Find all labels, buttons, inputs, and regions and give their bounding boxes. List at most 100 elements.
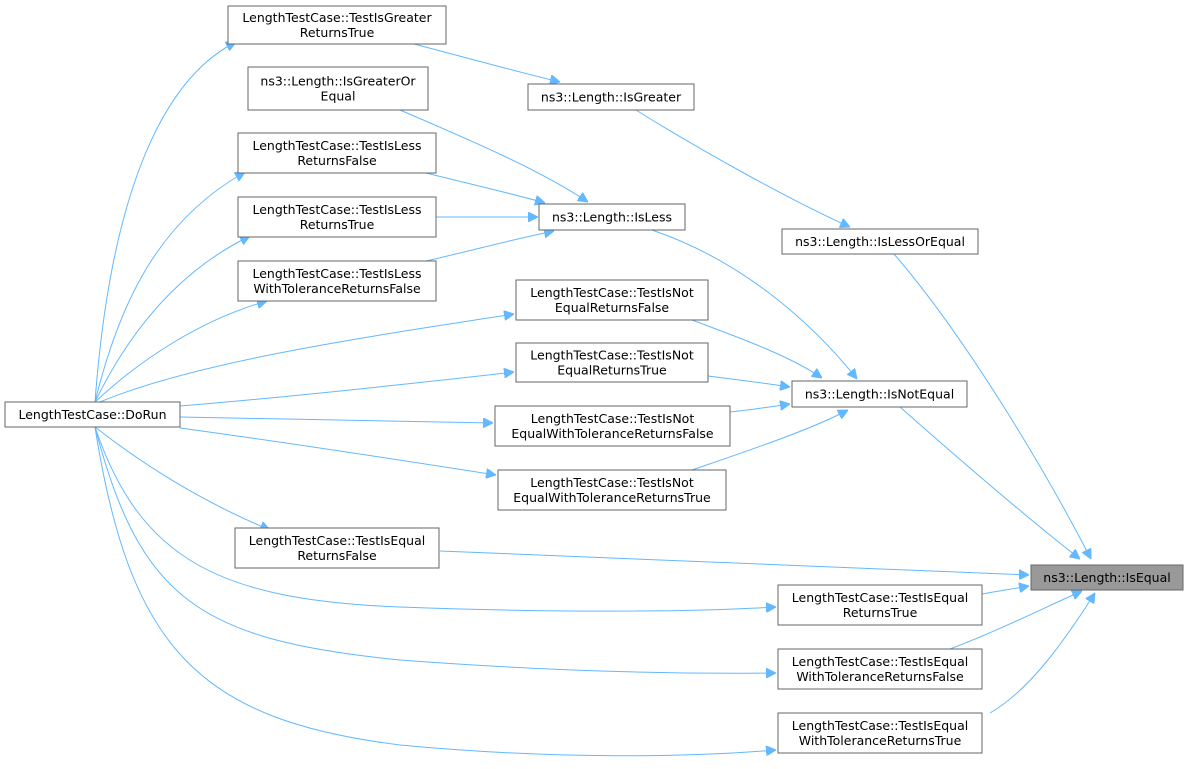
edge-doRun-to-testIsLessReturnsTrue: [94, 236, 250, 403]
edge-line: [413, 43, 560, 82]
node-box: [237, 260, 437, 302]
node-box: [538, 203, 686, 231]
node-label-line: LengthTestCase::TestIsEqual: [249, 533, 425, 548]
edge-line: [94, 426, 776, 757]
node-label-line: LengthTestCase::TestIsGreater: [242, 10, 432, 25]
node-isLess[interactable]: ns3::Length::IsLess: [538, 203, 686, 231]
node-box: [4, 401, 181, 428]
edge-doRun-to-testIsNotEqualTolTrue: [179, 427, 496, 475]
edge-line: [94, 236, 250, 403]
edge-line: [94, 426, 776, 673]
node-box: [1030, 564, 1184, 591]
node-label-line: LengthTestCase::TestIsNot: [530, 475, 694, 490]
edge-line: [94, 301, 267, 403]
edge-testIsNotEqualTolTrue-to-isNotEqual: [691, 410, 848, 471]
node-label-line: ns3::Length::IsEqual: [1043, 570, 1170, 585]
edge-line: [651, 229, 857, 379]
edge-doRun-to-testIsEqualReturnsTrue: [94, 426, 776, 611]
edge-line: [707, 375, 790, 387]
node-label-line: LengthTestCase::TestIsLess: [252, 138, 421, 153]
edge-testIsEqualReturnsTrue-to-isEqual: [981, 586, 1029, 595]
edge-doRun-to-testIsEqualTolTrue: [94, 426, 776, 757]
node-label-line: WithToleranceReturnsFalse: [253, 281, 421, 296]
node-isNotEqual[interactable]: ns3::Length::IsNotEqual: [791, 380, 968, 408]
edge-doRun-to-testIsNotEqualTolFalse: [179, 416, 493, 423]
edge-line: [179, 427, 496, 475]
edge-line: [635, 109, 850, 227]
nodes-layer: ns3::Length::IsEqual ns3::Length::IsNotEq…: [4, 5, 1184, 754]
node-box: [497, 469, 727, 511]
edge-line: [691, 319, 822, 378]
node-label-line: ns3::Length::IsLessOrEqual: [795, 234, 965, 249]
edge-line: [94, 426, 270, 530]
node-label-line: Equal: [321, 89, 356, 104]
node-box: [527, 83, 695, 111]
node-label-line: EqualWithToleranceReturnsFalse: [511, 426, 714, 441]
node-box: [777, 584, 983, 626]
edge-line: [439, 550, 1029, 575]
node-testIsNotEqualReturnsFalse[interactable]: LengthTestCase::TestIsNotEqualReturnsFal…: [515, 279, 709, 321]
node-label-line: ReturnsTrue: [843, 605, 918, 620]
edge-line: [893, 253, 1091, 559]
node-isGreater[interactable]: ns3::Length::IsGreater: [527, 83, 695, 111]
node-label-line: LengthTestCase::TestIsLess: [252, 266, 421, 281]
node-isLessOrEqual[interactable]: ns3::Length::IsLessOrEqual: [781, 228, 979, 255]
node-label-line: LengthTestCase::TestIsLess: [252, 202, 421, 217]
node-label-line: EqualReturnsTrue: [557, 363, 667, 378]
node-label-line: WithToleranceReturnsFalse: [796, 669, 964, 684]
node-box: [515, 279, 709, 321]
edge-doRun-to-testIsEqualReturnsFalse: [94, 426, 270, 530]
node-box: [227, 5, 447, 45]
edge-testIsLessTolFalse-to-isLess: [425, 231, 554, 262]
edge-testIsEqualTolFalse-to-isEqual: [949, 591, 1082, 650]
node-label-line: ns3::Length::IsGreater: [541, 90, 682, 105]
edge-line: [899, 406, 1080, 559]
node-label-line: LengthTestCase::TestIsEqual: [792, 718, 968, 733]
node-label-line: EqualReturnsFalse: [555, 300, 670, 315]
edge-line: [949, 591, 1082, 650]
edge-line: [425, 172, 545, 203]
edge-line: [981, 586, 1029, 595]
node-testIsEqualTolFalse[interactable]: LengthTestCase::TestIsEqualWithTolerance…: [777, 648, 983, 690]
edge-line: [99, 314, 514, 403]
node-label-line: ReturnsTrue: [300, 217, 375, 232]
edge-doRun-to-testIsGreaterReturnsTrue: [94, 42, 236, 403]
node-testIsEqualTolTrue[interactable]: LengthTestCase::TestIsEqualWithTolerance…: [777, 712, 983, 754]
node-isEqual[interactable]: ns3::Length::IsEqual: [1030, 564, 1184, 591]
edge-testIsNotEqualReturnsFalse-to-isNotEqual: [691, 319, 822, 378]
edge-line: [179, 372, 514, 407]
node-box: [247, 66, 429, 111]
edge-line: [989, 593, 1095, 714]
node-testIsNotEqualTolTrue[interactable]: LengthTestCase::TestIsNotEqualWithTolera…: [497, 469, 727, 511]
edge-doRun-to-testIsEqualTolFalse: [94, 426, 776, 673]
node-box: [777, 648, 983, 690]
edge-line: [94, 172, 245, 403]
node-doRun[interactable]: LengthTestCase::DoRun: [4, 401, 181, 428]
node-box: [515, 342, 709, 383]
edge-isLess-to-isNotEqual: [651, 229, 857, 379]
edge-testIsNotEqualReturnsTrue-to-isNotEqual: [707, 375, 790, 387]
node-label-line: ns3::Length::IsNotEqual: [805, 387, 954, 402]
edge-doRun-to-testIsNotEqualReturnsFalse: [99, 314, 514, 403]
node-box: [777, 712, 983, 754]
edge-testIsNotEqualTolFalse-to-isNotEqual: [729, 404, 790, 413]
node-box: [494, 405, 731, 447]
node-label-line: LengthTestCase::TestIsEqual: [792, 654, 968, 669]
edge-doRun-to-testIsNotEqualReturnsTrue: [179, 372, 514, 407]
edge-line: [94, 42, 236, 403]
node-label-line: EqualWithToleranceReturnsTrue: [513, 490, 711, 505]
node-testIsNotEqualTolFalse[interactable]: LengthTestCase::TestIsNotEqualWithTolera…: [494, 405, 731, 447]
edge-line: [729, 404, 790, 413]
node-testIsNotEqualReturnsTrue[interactable]: LengthTestCase::TestIsNotEqualReturnsTru…: [515, 342, 709, 383]
node-label-line: ns3::Length::IsGreaterOr: [260, 74, 416, 89]
node-testIsLessTolFalse[interactable]: LengthTestCase::TestIsLessWithToleranceR…: [237, 260, 437, 302]
edge-testIsEqualTolTrue-to-isEqual: [989, 593, 1095, 714]
edge-isLessOrEqual-to-isEqual: [893, 253, 1091, 559]
